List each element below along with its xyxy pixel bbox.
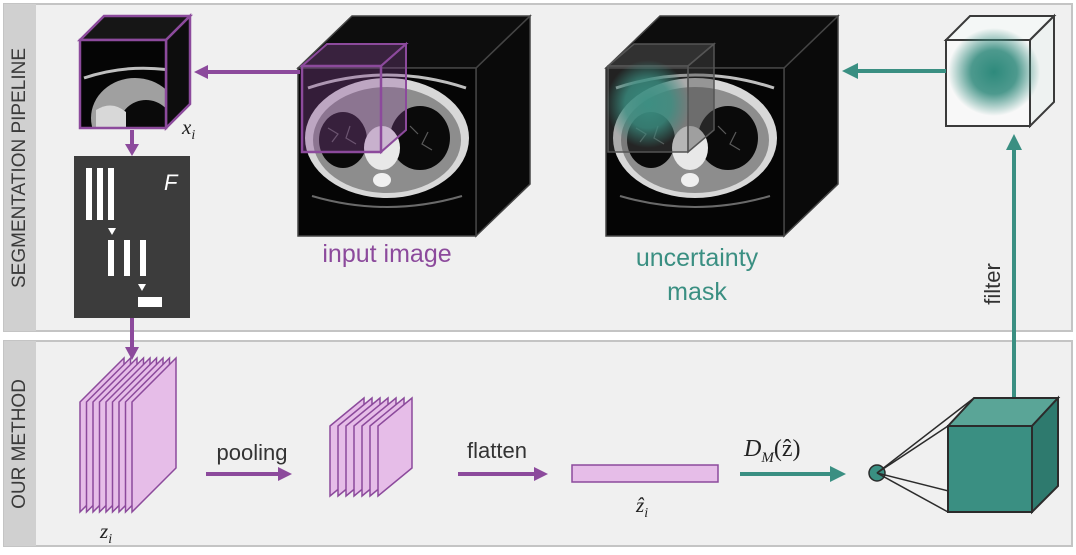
z-i-label: zi	[99, 519, 112, 547]
distance-arrowhead	[830, 466, 846, 482]
uncertainty-mask-volume	[604, 14, 840, 238]
network-to-features-arrowhead	[125, 347, 139, 360]
density-cube	[943, 13, 1057, 129]
distance-label: DM(ẑ)	[743, 436, 800, 466]
latent-cube	[945, 395, 1061, 515]
flatten-label: flatten	[467, 438, 527, 463]
patch-extract-arrowhead	[194, 65, 208, 79]
pipeline-label: SEGMENTATION PIPELINE	[9, 48, 30, 288]
z-hat-i-label: ẑi	[635, 493, 648, 521]
pooling-arrowhead	[278, 467, 292, 481]
pooling-label: pooling	[217, 440, 288, 465]
filter-label: filter	[980, 263, 1005, 305]
input-image-volume	[296, 14, 532, 238]
network-label: F	[164, 170, 179, 195]
pipeline-side-strip	[4, 4, 36, 331]
mask-arrowhead	[842, 63, 858, 79]
feature-map-stack	[79, 356, 177, 514]
feature-vector	[571, 464, 719, 483]
input-image-label: input image	[322, 240, 451, 268]
patch-to-network-arrowhead	[125, 144, 139, 156]
method-label: OUR METHOD	[9, 379, 30, 509]
feature-map-sheet	[131, 356, 177, 514]
network-block	[74, 156, 190, 318]
filter-arrowhead	[1006, 134, 1022, 150]
uncertainty-label-line2: mask	[667, 278, 727, 306]
patch-cube	[76, 12, 194, 132]
method-panel	[3, 340, 1073, 547]
pooled-map-sheet	[377, 396, 413, 498]
uncertainty-label-line1: uncertainty	[636, 244, 759, 272]
method-side-strip	[4, 341, 36, 546]
flatten-arrowhead	[534, 467, 548, 481]
pooled-map-stack	[329, 396, 413, 498]
x-i-label: xi	[181, 115, 195, 143]
